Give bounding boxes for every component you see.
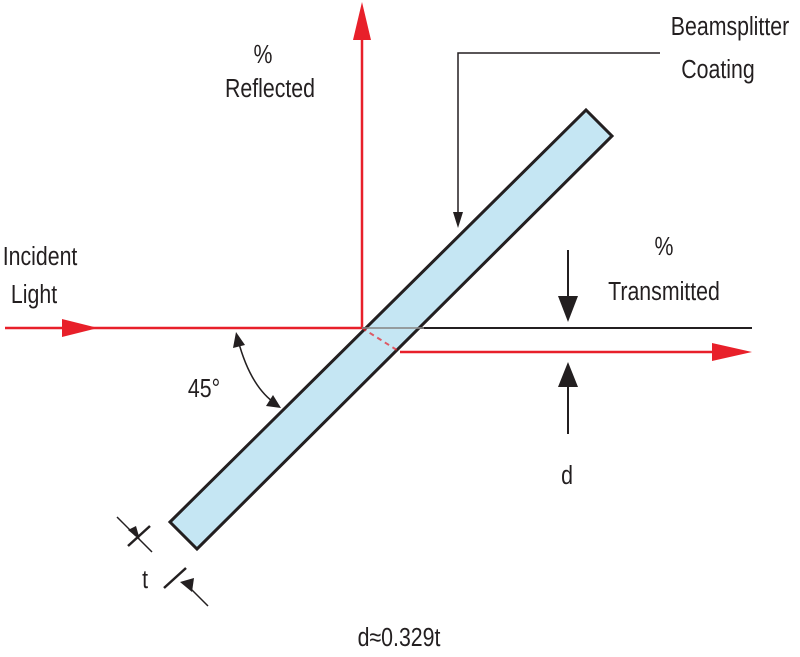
incident-label-line2: Light (11, 280, 58, 310)
offset-dimension-arrows (558, 250, 578, 434)
coating-label-line2: Coating (681, 55, 754, 85)
coating-leader-arrow (453, 52, 660, 228)
angle-arc (233, 332, 281, 408)
incident-beam (5, 319, 362, 337)
coating-label-line1: Beamsplitter (671, 12, 790, 42)
incident-label-line1: Incident (3, 242, 78, 272)
beamsplitter-plate (167, 107, 615, 552)
offset-label: d (561, 461, 573, 491)
offset-formula: d≈0.329t (358, 623, 441, 652)
thickness-dimension-markers (116, 516, 209, 607)
transmitted-label: Transmitted (608, 277, 720, 307)
transmitted-percent-label: % (655, 232, 674, 262)
reflected-percent-label: % (254, 40, 273, 70)
angle-label: 45° (188, 374, 220, 404)
transmitted-beam (400, 343, 752, 361)
thickness-label: t (142, 565, 148, 595)
reflected-label: Reflected (225, 74, 315, 104)
reflected-beam (353, 2, 371, 328)
refracted-path (361, 327, 401, 353)
